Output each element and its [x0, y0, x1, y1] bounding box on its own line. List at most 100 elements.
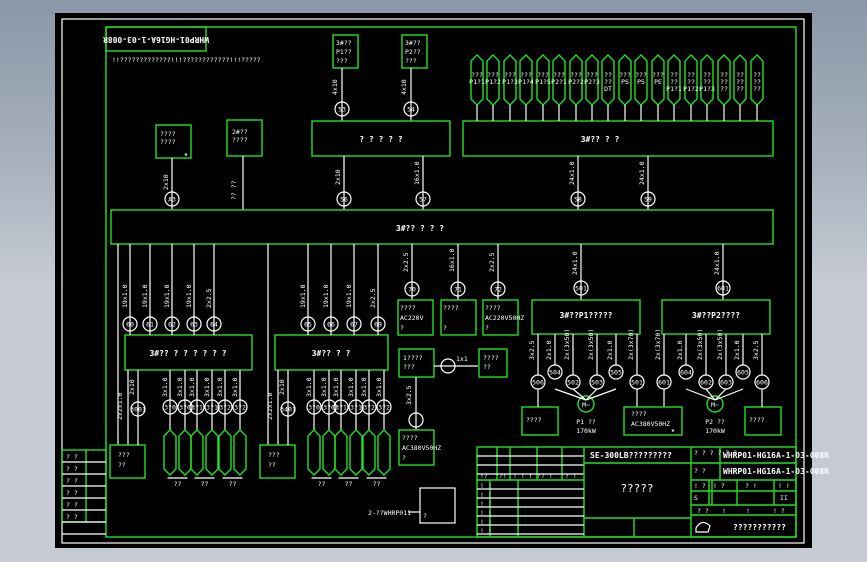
ac-supply-box[interactable] [398, 429, 435, 466]
aux-box-2[interactable] [744, 406, 782, 436]
cable-tag-label: 501 [631, 379, 643, 387]
cable-tag[interactable]: 65 [300, 316, 316, 332]
cable-tag[interactable]: 3?0 [321, 399, 337, 415]
field-terminal[interactable] [362, 429, 376, 476]
cable-tag[interactable]: 59 [640, 191, 656, 207]
field1-box[interactable] [109, 444, 146, 479]
supply-box-72[interactable] [482, 299, 519, 336]
cable-tag[interactable] [408, 412, 424, 428]
drive-cabinet-2[interactable] [661, 299, 771, 335]
sensor-label: ?? [736, 78, 744, 86]
sensor-label: ??? [504, 71, 516, 79]
motor-symbol[interactable] [706, 395, 724, 413]
remote-box[interactable] [478, 348, 508, 378]
tb-bottom-cell: ! [722, 507, 726, 515]
supply-label: AC220V50HZ [485, 314, 524, 322]
cable-tag[interactable]: 3401 [280, 401, 296, 417]
cable-tag[interactable]: 3?0 [306, 399, 322, 415]
field2-box[interactable] [259, 444, 296, 479]
panel-large[interactable] [462, 120, 774, 157]
field-group-label: ?? [345, 480, 353, 488]
panel-small[interactable] [311, 120, 451, 157]
aux-box-1[interactable] [521, 406, 559, 436]
field-terminal[interactable] [349, 429, 363, 476]
cable-tag[interactable]: 3?2 [232, 399, 248, 415]
field-terminal[interactable] [334, 429, 348, 476]
cable-tag[interactable]: 501 [573, 280, 589, 296]
cable-tag-circle [640, 191, 656, 207]
cable-tag[interactable]: 53 [334, 101, 350, 117]
pump-box-1[interactable] [332, 34, 359, 69]
cable-tag[interactable]: 504 [547, 364, 563, 380]
pump-box-2[interactable] [401, 34, 428, 69]
cable-tag[interactable]: 3?1 [189, 399, 205, 415]
cable-tag[interactable]: 66 [323, 316, 339, 332]
pump-label: 3#?? [336, 39, 352, 47]
cable-tag[interactable]: 64 [206, 316, 222, 332]
cable-tag-circle [321, 399, 337, 415]
cable-tag[interactable] [440, 358, 456, 374]
cable-tag[interactable]: 605 [735, 364, 751, 380]
cable-tag[interactable]: 3?2 [217, 399, 233, 415]
field-terminal[interactable] [233, 429, 247, 476]
tb-sign-row: ! ! [480, 527, 492, 535]
field-terminal[interactable] [190, 429, 204, 476]
box-b-label: 2#?? [232, 128, 248, 136]
main-bus-panel[interactable] [110, 209, 774, 245]
cable-tag[interactable]: 601 [715, 280, 731, 296]
cable-tag[interactable]: A3 [164, 191, 180, 207]
cable-tag[interactable]: 71 [450, 281, 466, 297]
cable-tag[interactable]: 57 [415, 191, 431, 207]
cable-tag-label: 54 [407, 106, 415, 114]
cabinet-1[interactable] [124, 334, 253, 371]
ac-box-label: ???? [402, 434, 418, 442]
tb-header-cell: ? ! [541, 472, 553, 480]
supply-box-70[interactable] [397, 299, 434, 336]
cable-tag[interactable]: 604 [678, 364, 694, 380]
cable-tag[interactable]: 58 [570, 191, 586, 207]
cable-tag[interactable]: 60 [122, 316, 138, 332]
cable-tag[interactable]: 67 [346, 316, 362, 332]
cable-tag[interactable]: 63 [186, 316, 202, 332]
field-terminal[interactable] [205, 429, 219, 476]
cable-tag[interactable]: 3?2 [376, 399, 392, 415]
field-terminal[interactable] [163, 429, 177, 476]
cable-tag[interactable]: 54 [403, 101, 419, 117]
cable-tag-circle [232, 399, 248, 415]
drive-cabinet-1[interactable] [531, 299, 641, 335]
sensor-label: P2?3 [584, 78, 600, 86]
box-a[interactable] [155, 124, 192, 159]
cable-tag[interactable]: 3?0 [162, 399, 178, 415]
cable-tag[interactable]: 69 [370, 316, 386, 332]
main-bus-label: 3#?? ? ? ? [396, 224, 444, 233]
cable-tag[interactable]: 3001 [130, 401, 146, 417]
shared-supply-box[interactable] [623, 406, 683, 436]
cable-tag[interactable]: 3?1 [348, 399, 364, 415]
cable-tag[interactable]: 505 [608, 364, 624, 380]
wire [572, 388, 587, 401]
field-terminal[interactable] [377, 429, 391, 476]
box-b[interactable] [226, 119, 263, 157]
motor-symbol[interactable] [577, 395, 595, 413]
tb-sign-row: ! ! [480, 500, 492, 508]
cable-tag[interactable]: 61 [142, 316, 158, 332]
cable-tag[interactable]: 70 [404, 281, 420, 297]
cable-tag[interactable]: 3?2 [361, 399, 377, 415]
supply-label: ? [400, 324, 404, 332]
cable-tag-label: 3?2 [234, 404, 246, 412]
cable-tag-circle [177, 399, 193, 415]
cable-tag[interactable]: 72 [490, 281, 506, 297]
cable-tag[interactable]: 62 [164, 316, 180, 332]
cable-tag[interactable]: 3?1 [204, 399, 220, 415]
field-terminal[interactable] [218, 429, 232, 476]
cable-tag[interactable]: 3?0 [177, 399, 193, 415]
reference-box[interactable] [419, 487, 456, 524]
cable-tag[interactable]: 3?1 [333, 399, 349, 415]
cable-spec: 19x1.0 [163, 284, 171, 308]
supply-box-71[interactable] [440, 299, 477, 336]
cable-spec: 2x1.0 [733, 340, 741, 360]
cable-tag-circle [415, 191, 431, 207]
cable-tag[interactable]: 56 [336, 191, 352, 207]
field-terminal[interactable] [307, 429, 321, 476]
